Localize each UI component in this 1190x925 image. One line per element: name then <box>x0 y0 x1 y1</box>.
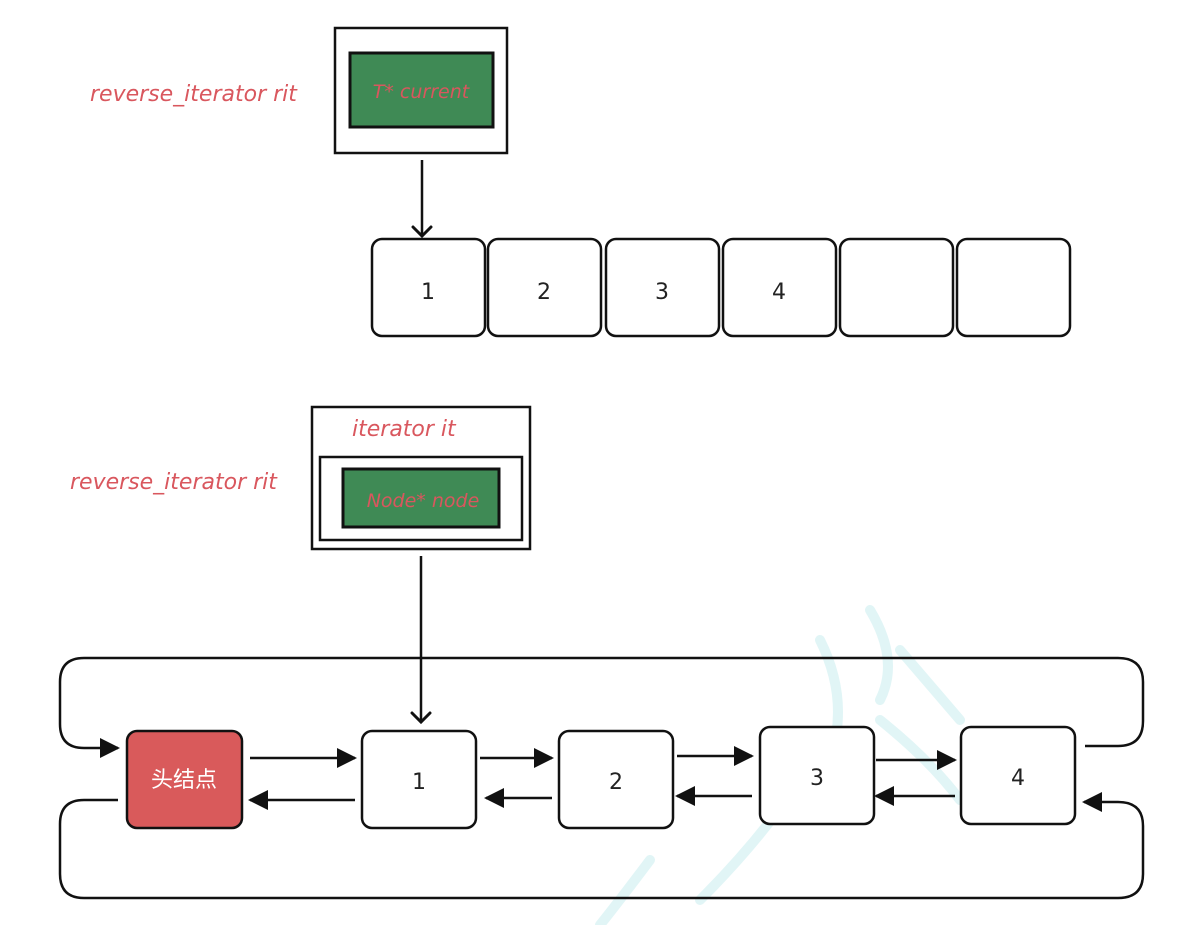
vector-rit-label: reverse_iterator rit <box>90 82 298 107</box>
vector-cell-box <box>604 237 721 338</box>
vector-cell-box <box>721 237 838 338</box>
vector-cell-value: 4 <box>772 280 786 305</box>
list-node-box <box>758 725 876 826</box>
list-node: 4 <box>959 725 1077 826</box>
vector-cell <box>955 237 1072 338</box>
list-diagram: iterator it Node* node reverse_iterator … <box>58 405 1145 900</box>
vector-cell: 4 <box>721 237 838 338</box>
vector-cell-value: 1 <box>421 280 435 305</box>
vector-cell-box <box>838 237 955 338</box>
vector-pointer-label: T* current <box>373 81 471 103</box>
vector-diagram: reverse_iterator rit T* current 1 2 3 4 <box>90 26 1072 338</box>
list-it-label: iterator it <box>352 417 457 442</box>
vector-pointer-box <box>348 51 495 129</box>
head-node-label: 头结点 <box>151 768 217 793</box>
loop-bottom-path <box>58 792 1145 900</box>
vector-cell-value: 2 <box>537 280 551 305</box>
vector-cell-value: 3 <box>655 280 669 305</box>
vector-cell: 1 <box>370 237 487 338</box>
list-node-box <box>360 729 478 830</box>
loop-top-path <box>58 656 1145 758</box>
list-node-value: 3 <box>810 766 824 791</box>
vector-cell: 3 <box>604 237 721 338</box>
vector-cell-box <box>370 237 487 338</box>
vector-cell <box>838 237 955 338</box>
vector-cell-box <box>486 237 603 338</box>
list-node-value: 1 <box>412 770 426 795</box>
list-node: 1 <box>360 729 478 830</box>
list-arrows <box>248 746 957 810</box>
list-node-value: 4 <box>1011 766 1025 791</box>
vector-cell: 2 <box>486 237 603 338</box>
list-pointer-label: Node* node <box>367 490 480 512</box>
list-node-box <box>959 725 1077 826</box>
list-node-value: 2 <box>609 770 623 795</box>
list-nodes: 1 2 3 4 <box>360 725 1077 830</box>
list-rit-label: reverse_iterator rit <box>70 470 278 495</box>
list-node-box <box>557 729 675 830</box>
list-node: 2 <box>557 729 675 830</box>
list-node: 3 <box>758 725 876 826</box>
head-node <box>125 729 244 830</box>
list-pointer-box <box>341 467 501 529</box>
vector-cell-box <box>955 237 1072 338</box>
vector-cells: 1 2 3 4 <box>370 237 1072 338</box>
